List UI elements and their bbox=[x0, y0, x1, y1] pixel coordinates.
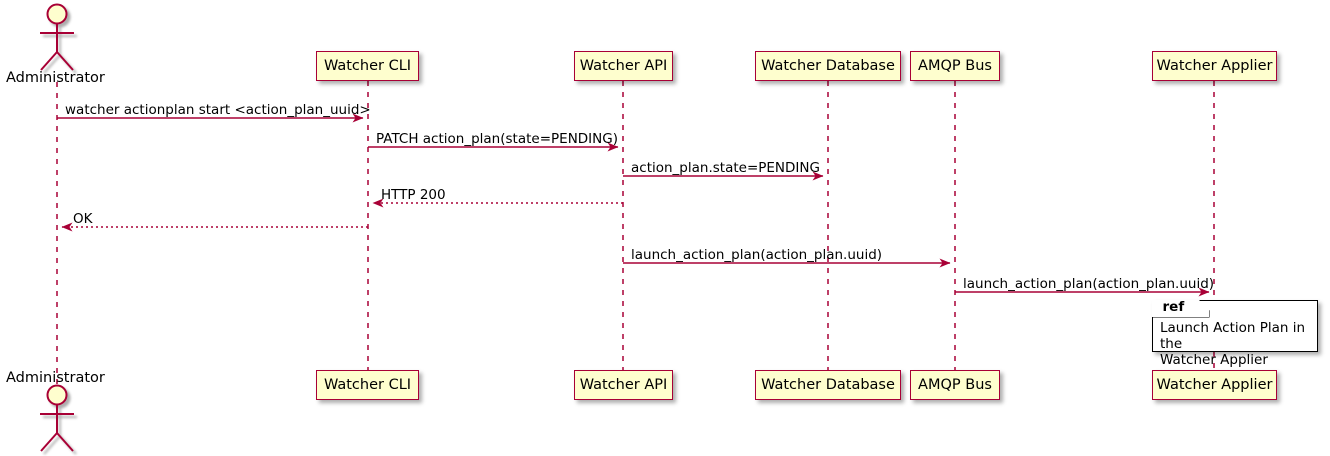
participant-label: Watcher CLI bbox=[323, 376, 412, 393]
participant-bottom-watcher-cli[interactable]: Watcher CLI bbox=[316, 370, 419, 400]
message-label-launch-action-plan-api: launch_action_plan(action_plan.uuid) bbox=[631, 247, 883, 263]
message-arrows-group bbox=[57, 113, 1210, 297]
participant-bottom-amqp-bus[interactable]: AMQP Bus bbox=[910, 370, 1000, 400]
participant-label: AMQP Bus bbox=[918, 376, 992, 393]
participant-label: Watcher Applier bbox=[1156, 57, 1273, 74]
participant-label: Watcher Applier bbox=[1156, 376, 1273, 393]
actor-administrator-top bbox=[40, 3, 74, 71]
ref-fragment[interactable]: ref Launch Action Plan in the Watcher Ap… bbox=[1151, 299, 1318, 368]
message-label-ok: OK bbox=[73, 211, 93, 227]
message-label-start-actionplan: watcher actionplan start <action_plan_uu… bbox=[65, 102, 371, 118]
ref-fragment-operator-tab: ref bbox=[1151, 299, 1210, 318]
participant-top-amqp-bus[interactable]: AMQP Bus bbox=[910, 51, 1000, 81]
ref-fragment-text: Launch Action Plan in the Watcher Applie… bbox=[1160, 320, 1306, 368]
participant-label: Watcher Database bbox=[761, 57, 895, 74]
participant-top-watcher-database[interactable]: Watcher Database bbox=[755, 51, 901, 81]
participant-bottom-watcher-database[interactable]: Watcher Database bbox=[755, 370, 901, 400]
participant-top-watcher-applier[interactable]: Watcher Applier bbox=[1152, 51, 1277, 81]
actor-administrator-bottom bbox=[40, 384, 74, 452]
participant-label: Watcher API bbox=[579, 57, 668, 74]
message-label-launch-action-plan-bus: launch_action_plan(action_plan.uuid) bbox=[963, 276, 1215, 292]
participant-top-watcher-api[interactable]: Watcher API bbox=[574, 51, 673, 81]
participant-label: Watcher CLI bbox=[323, 57, 412, 74]
message-label-action-plan-state-pending: action_plan.state=PENDING bbox=[631, 160, 820, 176]
message-label-http-200: HTTP 200 bbox=[381, 187, 446, 203]
participant-label: AMQP Bus bbox=[918, 57, 992, 74]
participant-bottom-watcher-applier[interactable]: Watcher Applier bbox=[1152, 370, 1277, 400]
ref-operator-label: ref bbox=[1162, 299, 1185, 316]
lifelines-group bbox=[56, 81, 1215, 400]
message-label-patch-action-plan: PATCH action_plan(state=PENDING) bbox=[376, 131, 618, 147]
participant-label: Watcher API bbox=[579, 376, 668, 393]
participant-label: Watcher Database bbox=[761, 376, 895, 393]
participant-top-watcher-cli[interactable]: Watcher CLI bbox=[316, 51, 419, 81]
participant-bottom-watcher-api[interactable]: Watcher API bbox=[574, 370, 673, 400]
actor-label-administrator-bottom: Administrator bbox=[6, 370, 105, 386]
actor-label-administrator-top: Administrator bbox=[6, 70, 105, 86]
